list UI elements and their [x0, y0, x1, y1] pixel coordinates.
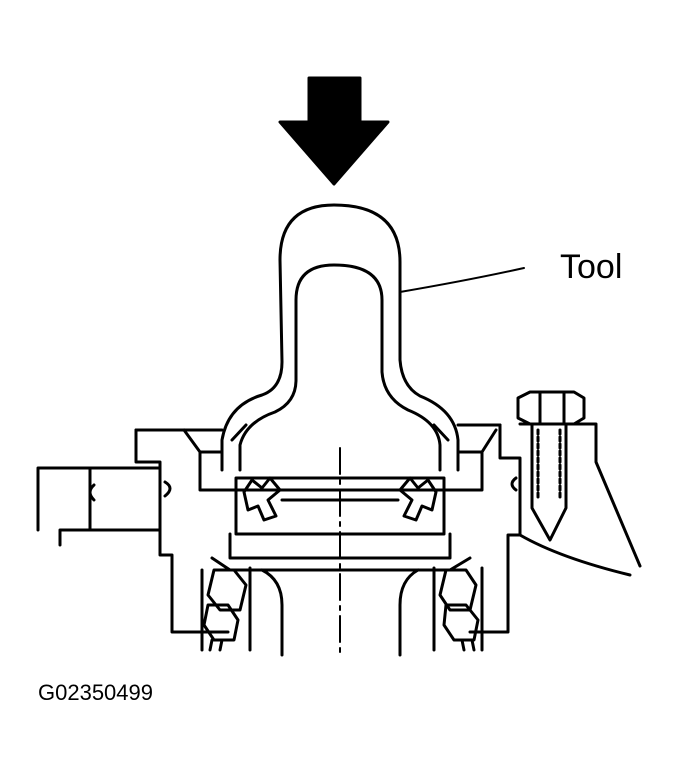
press-tool-inner [238, 263, 442, 472]
knuckle-housing-right [468, 423, 522, 634]
press-tool-outer [220, 203, 460, 472]
bearing-roller-right-lower [442, 603, 480, 642]
bolt-boss [518, 422, 642, 577]
press-tool-inner-shoulder-right [432, 423, 450, 442]
bearing-roller-left-lower [202, 603, 240, 642]
bearing-cage-right [432, 566, 484, 652]
tool-leader-line [399, 267, 525, 293]
press-direction-arrow [278, 76, 390, 186]
oil-seal-body [234, 476, 446, 536]
press-tool-inner-shoulder-left [230, 423, 248, 442]
bolt-shank [530, 422, 568, 542]
figure-code: G02350499 [38, 680, 153, 705]
axle-flange-left [36, 466, 162, 547]
bolt-boss-small-notch [510, 476, 518, 492]
hub-shaft [260, 568, 420, 657]
bearing-roller-left-upper [206, 568, 248, 612]
tool-label: Tool [560, 248, 623, 286]
knuckle-step-left [198, 450, 242, 492]
oil-seal-lip-left [242, 476, 282, 522]
knuckle-top-right [456, 423, 502, 454]
bearing-cage-left [200, 566, 252, 652]
knuckle-housing-left [134, 428, 230, 634]
bolt-head [516, 390, 586, 426]
bearing-outer-race [210, 532, 472, 572]
oil-seal-lip-right [398, 476, 438, 522]
knuckle-step-right [438, 450, 484, 492]
knuckle-top-left [134, 428, 224, 454]
axle-flange-left-notch [88, 480, 172, 502]
